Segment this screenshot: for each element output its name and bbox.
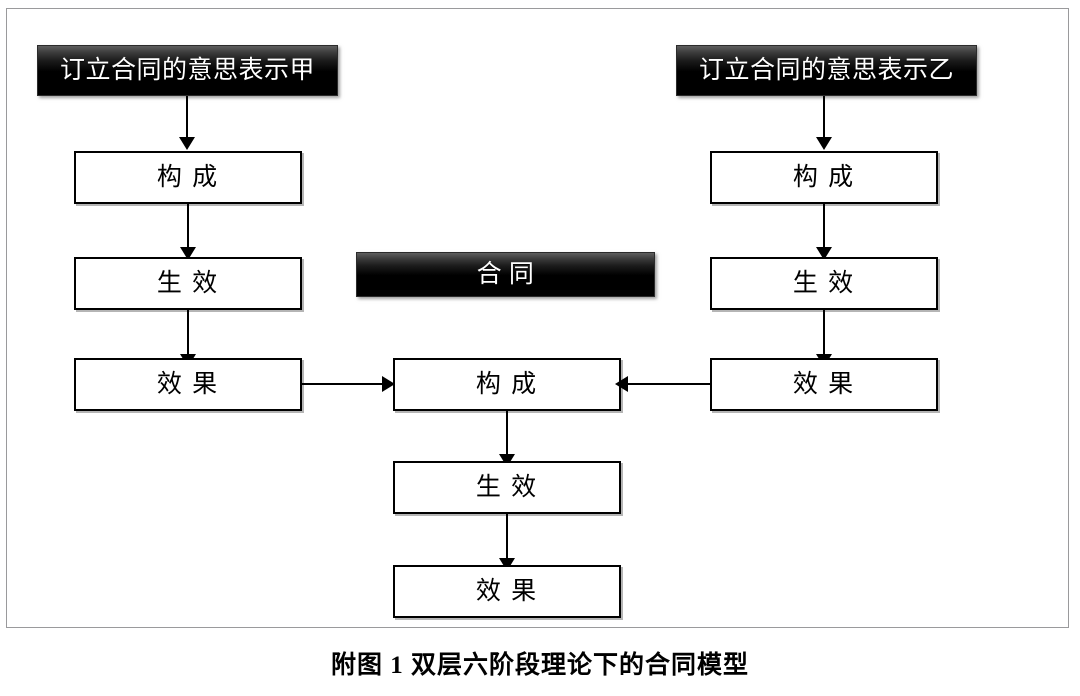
- figure-caption: 附图 1 双层六阶段理论下的合同模型: [330, 652, 749, 679]
- node-center-result[interactable]: 效 果: [393, 565, 621, 618]
- node-left-result[interactable]: 效 果: [74, 358, 302, 411]
- node-left-header[interactable]: 订立合同的意思表示甲: [37, 45, 338, 96]
- connector-left-header-to-constitute-line: [186, 96, 188, 138]
- node-center-constitute[interactable]: 构 成: [393, 358, 621, 411]
- connector-right-constitute-to-effective-line: [823, 204, 825, 248]
- connector-left-result-to-center-line: [302, 383, 386, 385]
- connector-left-result-to-center-arrow: [382, 376, 395, 392]
- connector-right-effective-to-result-line: [823, 310, 825, 355]
- node-left-constitute[interactable]: 构 成: [74, 151, 302, 204]
- connector-right-result-to-center-line: [628, 383, 712, 385]
- node-right-result[interactable]: 效 果: [710, 358, 938, 411]
- node-left-effective[interactable]: 生 效: [74, 257, 302, 310]
- connector-left-constitute-to-effective-arrow: [180, 247, 196, 260]
- connector-right-constitute-to-effective-arrow: [816, 247, 832, 260]
- connector-center-effective-to-result-line: [506, 514, 508, 559]
- connector-right-header-to-constitute-line: [823, 96, 825, 138]
- connector-left-header-to-constitute-arrow: [179, 137, 195, 150]
- node-center-header[interactable]: 合 同: [356, 252, 655, 297]
- node-right-header[interactable]: 订立合同的意思表示乙: [676, 45, 977, 96]
- diagram-frame: 订立合同的意思表示甲 构 成 生 效 效 果 合 同 构 成 生 效 效 果 订…: [6, 8, 1069, 628]
- connector-right-header-to-constitute-arrow: [816, 137, 832, 150]
- connector-left-constitute-to-effective-line: [187, 204, 189, 248]
- node-right-constitute[interactable]: 构 成: [710, 151, 938, 204]
- connector-left-effective-to-result-line: [187, 310, 189, 355]
- node-right-effective[interactable]: 生 效: [710, 257, 938, 310]
- connector-right-result-to-center-arrow: [615, 376, 628, 392]
- node-center-effective[interactable]: 生 效: [393, 461, 621, 514]
- connector-center-constitute-to-effective-line: [506, 411, 508, 455]
